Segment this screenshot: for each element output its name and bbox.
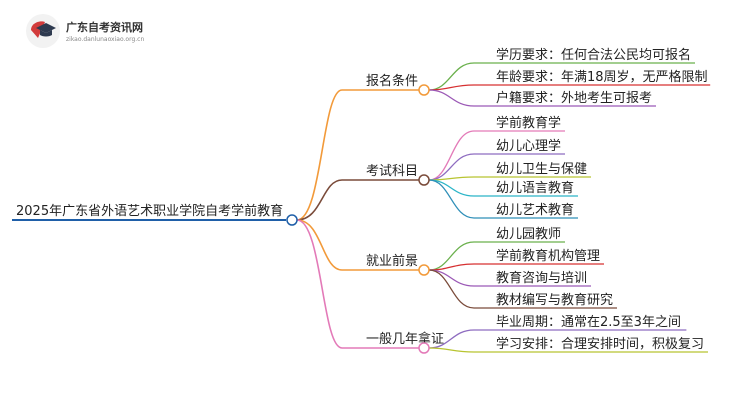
branch-node-handle[interactable] (418, 342, 430, 354)
branch-connector (296, 219, 343, 271)
leaf-connector (428, 269, 475, 309)
graduation-cap-icon (26, 14, 60, 48)
leaf-connector (428, 153, 475, 181)
branch-connector (296, 89, 343, 221)
leaf-node-label: 幼儿心理学 (496, 138, 561, 154)
branch-connector (296, 179, 343, 221)
logo-site-url: zikao.danlunaoxiao.org.cn (66, 36, 145, 43)
branch-connector (296, 219, 343, 349)
leaf-connector (428, 179, 475, 197)
leaf-connector (428, 263, 475, 271)
leaf-node-label: 幼儿园教师 (496, 226, 561, 242)
leaf-connector (428, 89, 475, 107)
leaf-node-label: 教育咨询与培训 (496, 270, 587, 286)
logo-site-name: 广东自考资讯网 (66, 21, 143, 34)
leaf-node-label: 学前教育学 (496, 115, 561, 131)
leaf-connector (428, 241, 475, 271)
leaf-connector (428, 62, 475, 91)
leaf-node-label: 幼儿语言教育 (496, 180, 574, 196)
branch-node-handle[interactable] (418, 174, 430, 186)
root-node-handle[interactable] (286, 214, 298, 226)
site-logo[interactable]: 广东自考资讯网 zikao.danlunaoxiao.org.cn (26, 14, 144, 48)
leaf-node-label: 教材编写与教育研究 (496, 292, 613, 308)
leaf-connector (428, 347, 475, 353)
leaf-node-label: 学前教育机构管理 (496, 248, 600, 264)
leaf-node-label: 户籍要求：外地考生可报考 (496, 90, 652, 106)
branch-node-label: 一般几年拿证 (366, 331, 444, 347)
branch-node-label: 考试科目 (366, 164, 418, 179)
leaf-node-label: 学历要求：任何合法公民均可报名 (496, 47, 691, 63)
leaf-connector (428, 179, 475, 219)
leaf-connector (428, 84, 475, 91)
leaf-node-label: 年龄要求：年满18周岁，无严格限制 (496, 69, 708, 85)
branch-node-label: 报名条件 (366, 73, 418, 89)
branch-node-handle[interactable] (418, 264, 430, 276)
branch-node-label: 就业前景 (366, 253, 418, 269)
leaf-node-label: 幼儿卫生与保健 (496, 162, 587, 177)
leaf-connector (428, 269, 475, 287)
leaf-node-label: 学习安排：合理安排时间，积极复习 (496, 336, 704, 352)
leaf-node-label: 毕业周期：通常在2.5至3年之间 (496, 315, 681, 330)
branch-node-handle[interactable] (418, 84, 430, 96)
leaf-node-label: 幼儿艺术教育 (496, 202, 574, 218)
root-node-label: 2025年广东省外语艺术职业学院自考学前教育 (16, 203, 283, 219)
